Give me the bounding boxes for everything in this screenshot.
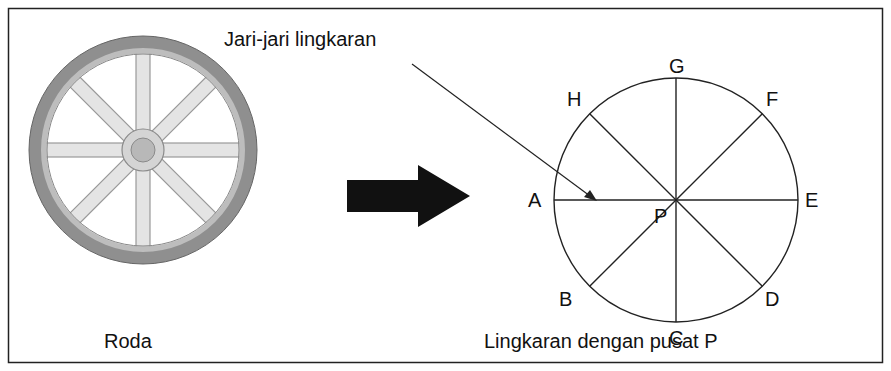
point-letter: A xyxy=(528,189,541,211)
big-arrow xyxy=(347,165,470,227)
wheel-picture xyxy=(29,36,257,264)
point-letter: F xyxy=(766,88,778,110)
caption-label: Lingkaran dengan pusat P xyxy=(484,330,718,352)
point-letter: B xyxy=(559,288,572,310)
point-letter: D xyxy=(765,288,779,310)
leader-label: Jari-jari lingkaran xyxy=(224,28,376,50)
point-letter: H xyxy=(567,88,581,110)
centre-letter: P xyxy=(654,205,667,227)
circle-with-centre-P xyxy=(554,78,798,322)
point-letter: E xyxy=(805,189,818,211)
caption-label: Roda xyxy=(104,330,152,352)
leader-line xyxy=(412,64,597,201)
frame xyxy=(9,9,883,363)
point-letter: G xyxy=(669,55,685,77)
